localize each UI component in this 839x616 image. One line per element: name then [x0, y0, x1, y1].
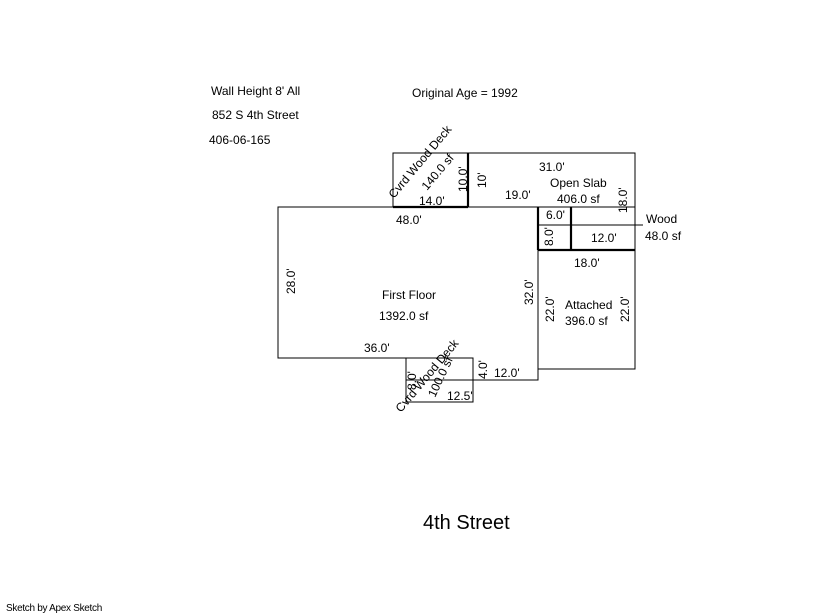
- wood-name: Wood: [646, 212, 677, 226]
- dim-step-bottom: 12.0': [494, 366, 520, 380]
- sketch-credit: Sketch by Apex Sketch: [6, 603, 102, 614]
- dim-att-right: 22.0': [618, 296, 632, 322]
- parcel-number: 406-06-165: [209, 133, 271, 147]
- street-label: 4th Street: [423, 512, 510, 534]
- address-label: 852 S 4th Street: [212, 108, 299, 122]
- first-floor-area: 1392.0 sf: [379, 309, 429, 323]
- dim-slab-right: 18.0': [616, 187, 630, 213]
- dim-ff-left: 28.0': [284, 268, 298, 294]
- dim-wood-bottom: 12.0': [591, 231, 617, 245]
- dim-ff-top: 48.0': [396, 213, 422, 227]
- dim-slab-side: 10': [475, 172, 489, 188]
- dim-slab-top: 31.0': [539, 160, 565, 174]
- original-age-label: Original Age = 1992: [412, 86, 518, 100]
- dim-step-side: 4.0': [476, 360, 490, 379]
- dim-deck-bottom-bottom: 12.5': [447, 389, 473, 403]
- dim-att-top: 18.0': [574, 256, 600, 270]
- dim-deck-top-bottom: 14.0': [419, 194, 445, 208]
- wall-height-label: Wall Height 8' All: [211, 84, 301, 98]
- dim-deck-bottom-side: 8.0': [405, 371, 419, 390]
- dim-slab-bottom: 19.0': [505, 188, 531, 202]
- wood-area: 48.0 sf: [645, 229, 682, 243]
- dim-wood-side: 8.0': [542, 227, 556, 246]
- dim-att-left: 22.0': [543, 296, 557, 322]
- deck-bottom-name: Cvrd Wood Deck: [393, 336, 463, 415]
- dim-ff-bottom: 36.0': [364, 341, 390, 355]
- dim-ff-right: 32.0': [522, 279, 536, 305]
- deck-bottom-outline: [405, 357, 474, 403]
- open-slab-name: Open Slab: [550, 176, 607, 190]
- open-slab-area: 406.0 sf: [557, 192, 600, 206]
- first-floor-name: First Floor: [382, 288, 436, 302]
- attached-area: 396.0 sf: [565, 314, 608, 328]
- dim-deck-top-side: 10.0': [456, 166, 470, 192]
- dim-wood-top: 6.0': [546, 208, 565, 222]
- attached-name: Attached: [565, 298, 612, 312]
